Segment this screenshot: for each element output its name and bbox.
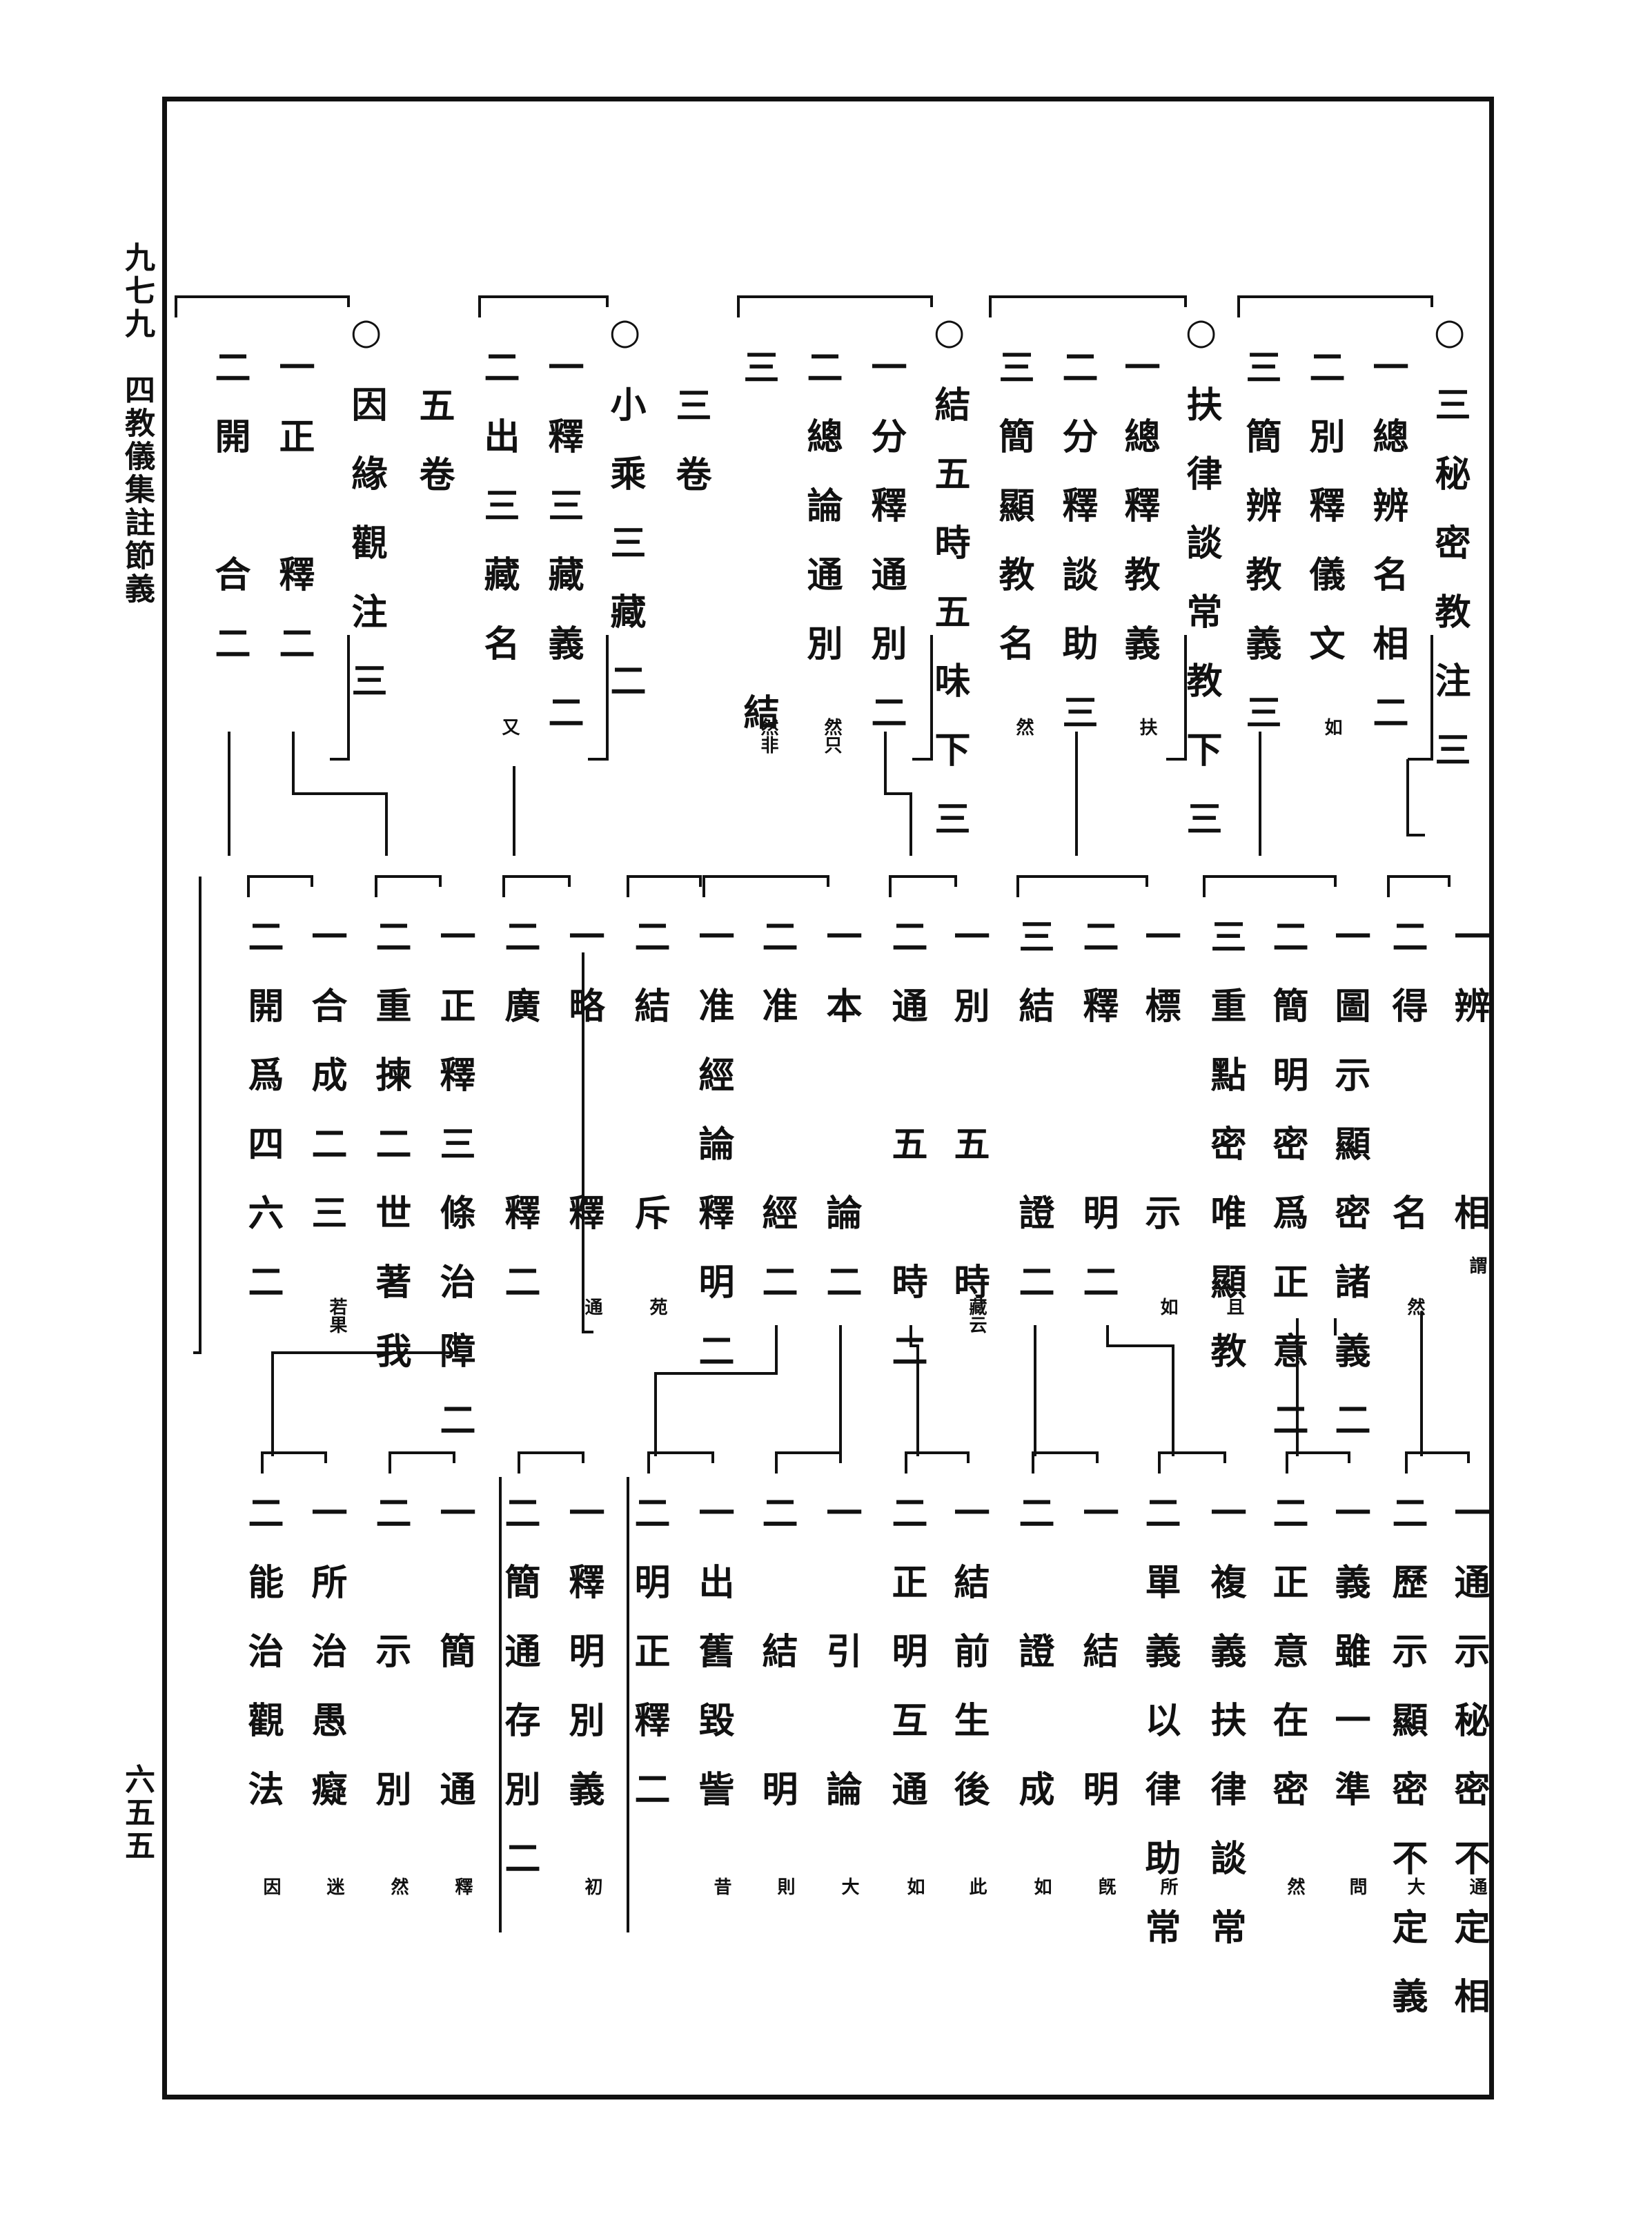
outline-column-b11: 一 引 論 bbox=[820, 1494, 862, 1839]
outline-column-m14: 二結 斥 bbox=[628, 918, 670, 1263]
interlinear-note: 且 bbox=[1223, 1298, 1244, 1315]
outline-column-c12: 三 結 bbox=[737, 349, 779, 763]
outline-column-c5: ○扶律談常教下三 bbox=[1180, 311, 1222, 869]
outline-column-m12: 二准 經二 bbox=[756, 918, 798, 1332]
interlinear-note: 又 bbox=[499, 718, 520, 736]
outline-column-c3: 二別釋儀文 bbox=[1303, 349, 1345, 694]
outline-column-m6: 一標 示 bbox=[1139, 918, 1181, 1263]
outline-column-b4: 二正意在密 bbox=[1266, 1494, 1308, 1839]
interlinear-note: 然 bbox=[1013, 718, 1034, 736]
outline-column-c2: 一總辨名相二 bbox=[1366, 349, 1408, 763]
outline-column-b7: 一 結 明 bbox=[1076, 1494, 1119, 1839]
interlinear-note: 如 bbox=[1031, 1877, 1052, 1895]
interlinear-note: 扶 bbox=[1137, 718, 1157, 736]
interlinear-note: 大 bbox=[1404, 1877, 1425, 1895]
outline-column-c15: 一釋三藏義二 bbox=[542, 349, 584, 763]
page-frame bbox=[162, 97, 1494, 2099]
outline-column-m3: 一圖示顯密諸義二 bbox=[1328, 918, 1370, 1470]
outline-column-b3: 一義雖一準 bbox=[1328, 1494, 1370, 1839]
outline-column-c18: ○因緣觀注三 bbox=[345, 311, 387, 731]
interlinear-note: 若果 bbox=[326, 1298, 347, 1333]
interlinear-note: 然 bbox=[1284, 1877, 1305, 1895]
interlinear-note: 如 bbox=[904, 1877, 925, 1895]
interlinear-note: 大 bbox=[838, 1877, 859, 1895]
interlinear-note: 藏云 bbox=[966, 1298, 987, 1333]
interlinear-note: 然 bbox=[1404, 1298, 1425, 1315]
running-title: 九七九 四教儀集註節義 bbox=[119, 242, 155, 606]
interlinear-note: 所 bbox=[1157, 1877, 1178, 1895]
interlinear-note: 昔 bbox=[711, 1877, 731, 1895]
interlinear-note: 如 bbox=[1321, 718, 1342, 736]
outline-column-b8: 二 證 成 bbox=[1012, 1494, 1054, 1839]
outline-column-m10: 二通 五 時二 bbox=[885, 918, 927, 1401]
interlinear-note: 旣 bbox=[1095, 1877, 1116, 1895]
interlinear-note: 謂 bbox=[1466, 1256, 1487, 1274]
outline-column-c1: ○三秘密教注三 bbox=[1428, 311, 1471, 800]
outline-column-c13: 三卷 bbox=[669, 386, 711, 525]
outline-column-b16: 二簡通存別二 bbox=[498, 1494, 540, 1908]
outline-column-b1: 一通示秘密不定相 bbox=[1448, 1494, 1490, 2046]
outline-column-m8: 三結 證二 bbox=[1012, 918, 1054, 1332]
outline-column-c8: 三簡顯教名 bbox=[992, 349, 1034, 694]
interlinear-note: 釋 bbox=[452, 1877, 473, 1895]
outline-column-m2: 二得 名 bbox=[1386, 918, 1428, 1263]
outline-column-b20: 二能治觀法 bbox=[242, 1494, 284, 1839]
interlinear-note: 然只 bbox=[821, 718, 842, 754]
outline-column-m17: 一正釋三條治障二 bbox=[433, 918, 475, 1470]
outline-column-b14: 二明正釋二 bbox=[628, 1494, 670, 1839]
outline-column-b10: 二正明互通 bbox=[885, 1494, 927, 1839]
outline-column-c10: 一分釋通別二 bbox=[865, 349, 907, 763]
outline-column-m19: 一合成二三 bbox=[305, 918, 347, 1263]
interlinear-note: 然非 bbox=[758, 718, 778, 754]
outline-column-m15: 一略 釋 bbox=[562, 918, 604, 1263]
outline-column-m13: 一准經論釋明二 bbox=[692, 918, 734, 1401]
outline-column-c14: ○小乘三藏二 bbox=[604, 311, 646, 731]
outline-column-c16: 二出三藏名 bbox=[478, 349, 520, 694]
outline-column-m9: 一別 五 時 bbox=[947, 918, 990, 1332]
outline-column-c7: 二分釋談助三 bbox=[1056, 349, 1098, 763]
interlinear-note: 然 bbox=[388, 1877, 409, 1895]
outline-column-b15: 一釋明別義 bbox=[562, 1494, 604, 1839]
outline-column-b2: 二歷示顯密不定義 bbox=[1386, 1494, 1428, 2046]
outline-column-c9: ○結五時五味下三 bbox=[928, 311, 970, 869]
outline-column-c11: 二總論通別 bbox=[800, 349, 843, 694]
interlinear-note: 則 bbox=[774, 1877, 795, 1895]
outline-column-m16: 二廣 釋二 bbox=[498, 918, 540, 1332]
outline-column-m5: 三重點密唯顯教 bbox=[1204, 918, 1246, 1401]
outline-column-c19: 一正 釋二 bbox=[273, 349, 315, 694]
outline-column-m11: 一本 論二 bbox=[820, 918, 862, 1332]
page-number: 六五五 bbox=[119, 1763, 155, 1863]
outline-column-c4: 三簡辨教義三 bbox=[1239, 349, 1281, 763]
interlinear-note: 如 bbox=[1157, 1298, 1178, 1315]
interlinear-note: 苑 bbox=[647, 1298, 667, 1315]
interlinear-note: 迷 bbox=[324, 1877, 344, 1895]
interlinear-note: 通 bbox=[582, 1298, 602, 1315]
outline-column-c20: 二開 合二 bbox=[208, 349, 250, 694]
outline-column-m18: 二重揀二世著我 bbox=[369, 918, 411, 1401]
outline-column-b12: 二 結 明 bbox=[756, 1494, 798, 1839]
outline-column-m1: 一辨 相 bbox=[1448, 918, 1490, 1263]
interlinear-note: 初 bbox=[582, 1877, 602, 1895]
outline-column-m7: 二釋 明二 bbox=[1076, 918, 1119, 1332]
outline-column-b17: 一 簡 通 bbox=[433, 1494, 475, 1839]
outline-column-c6: 一總釋教義 bbox=[1118, 349, 1160, 694]
outline-column-c17: 五卷 bbox=[413, 386, 455, 525]
outline-column-b19: 一所治愚癡 bbox=[305, 1494, 347, 1839]
interlinear-note: 通 bbox=[1466, 1877, 1487, 1895]
interlinear-note: 此 bbox=[966, 1877, 987, 1895]
outline-column-b6: 二單義以律助常 bbox=[1139, 1494, 1181, 1977]
interlinear-note: 因 bbox=[260, 1877, 281, 1895]
outline-column-m20: 二開爲四六二 bbox=[242, 918, 284, 1332]
outline-column-m4: 二簡明密爲正意二 bbox=[1266, 918, 1308, 1470]
interlinear-note: 問 bbox=[1346, 1877, 1367, 1895]
outline-column-b9: 一結前生後 bbox=[947, 1494, 990, 1839]
outline-column-b18: 二 示 別 bbox=[369, 1494, 411, 1839]
outline-column-b13: 一出舊毀訾 bbox=[692, 1494, 734, 1839]
outline-column-b5: 一複義扶律談常 bbox=[1204, 1494, 1246, 1977]
